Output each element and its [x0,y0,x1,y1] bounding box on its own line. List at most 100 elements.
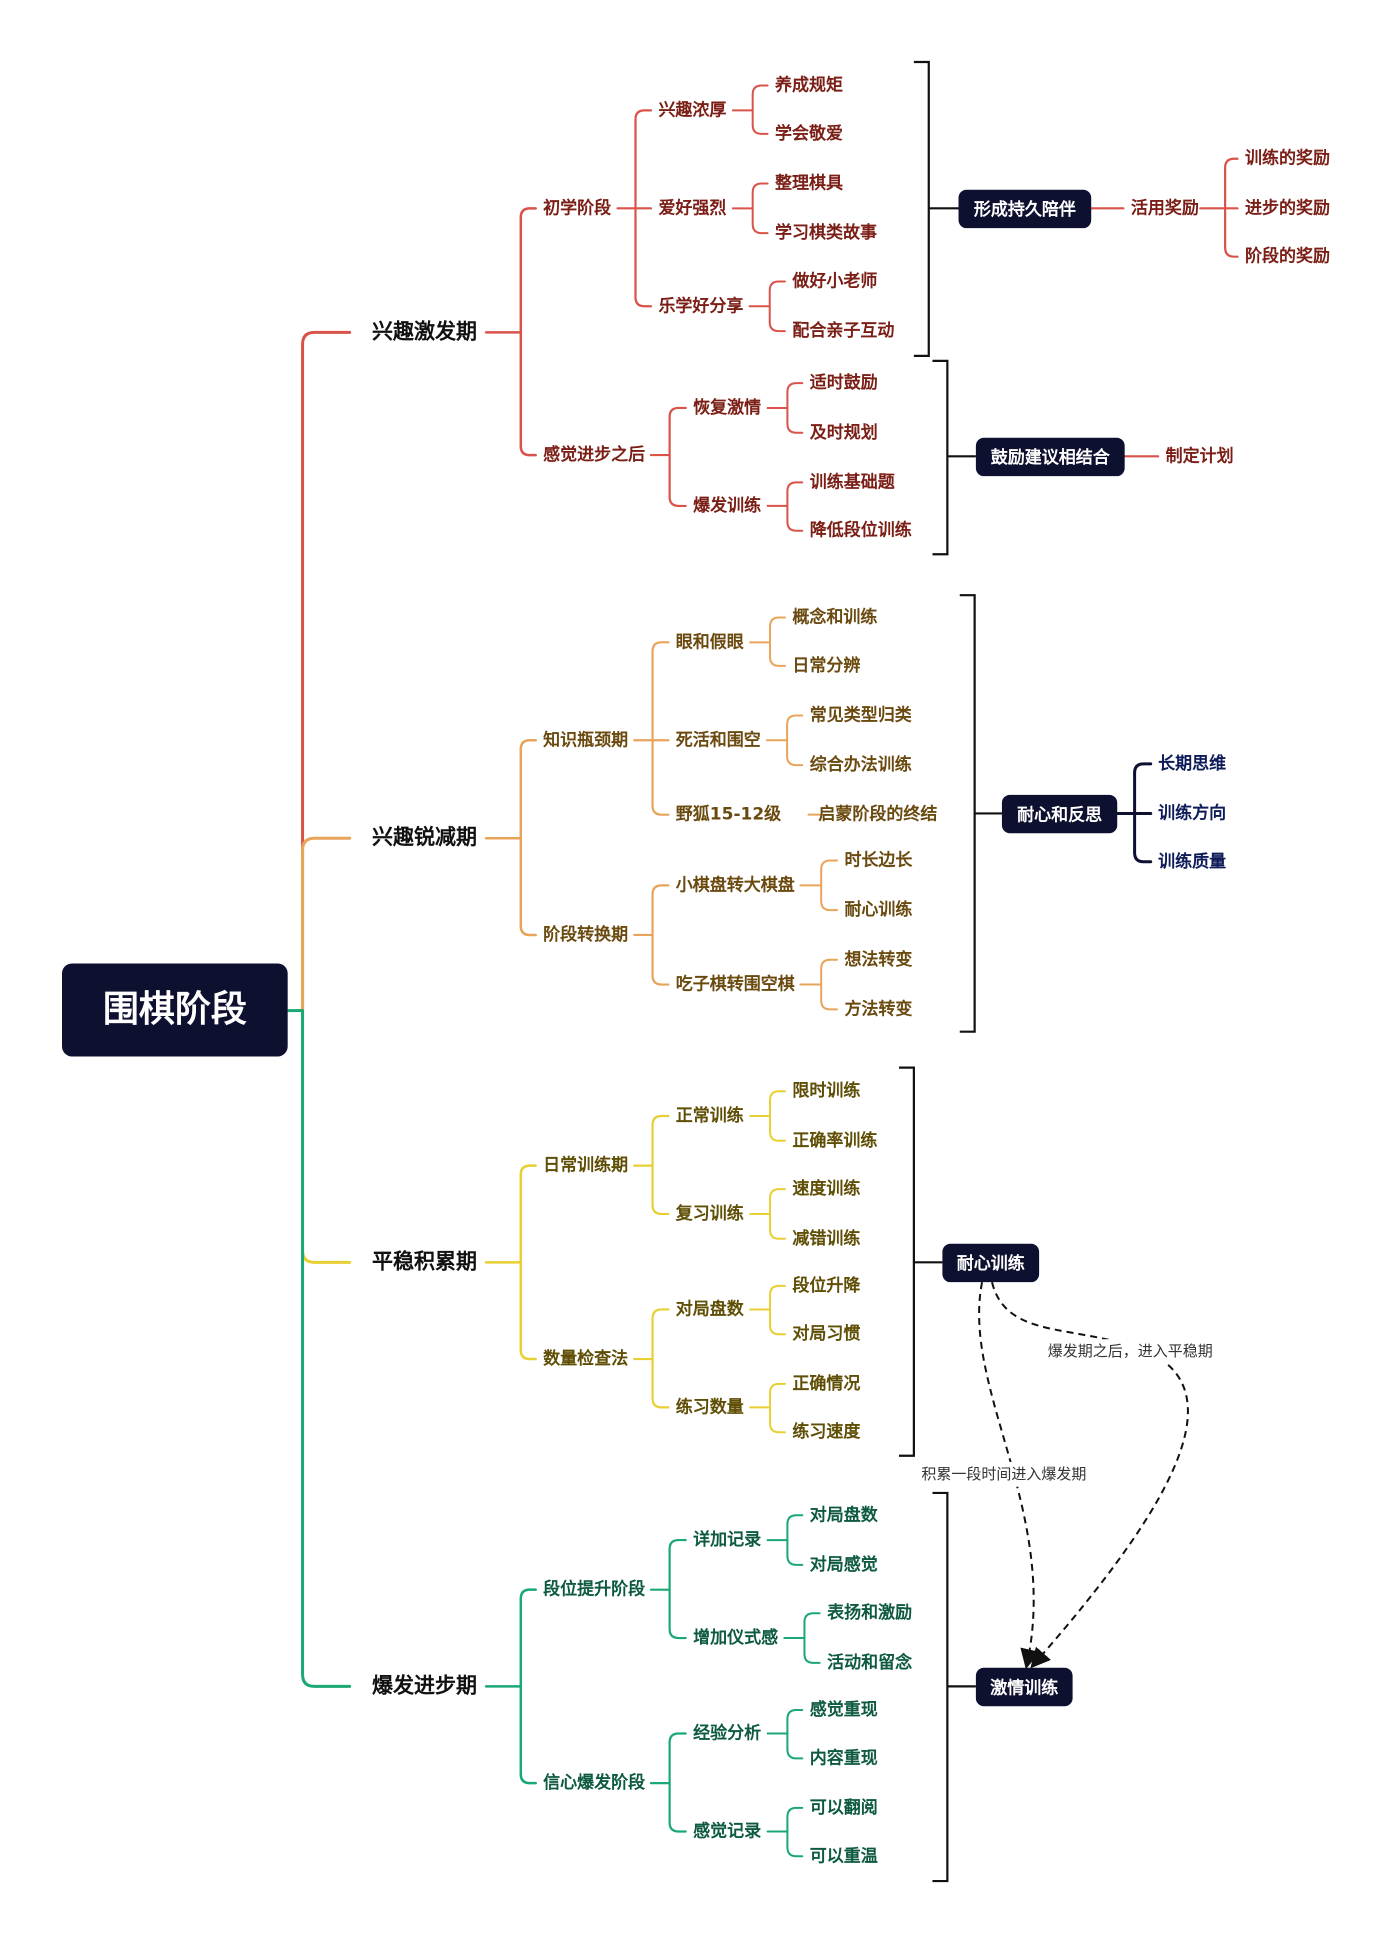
connector [786,755,804,767]
connector-lines [287,60,1239,1883]
leaf-label: 综合办法训练 [810,754,912,775]
stage-label: 感觉进步之后 [543,444,645,465]
leaf-label: 可以重温 [810,1845,878,1866]
connector [668,406,687,419]
topic-label: 经验分析 [693,1723,761,1744]
leaf-label: 适时鼓励 [810,372,878,393]
leaf-label: 正确情况 [792,1373,860,1394]
leaf-label: 概念和训练 [792,607,877,628]
summary-item-label: 进步的奖励 [1245,197,1330,218]
summary-bracket [899,1066,943,1457]
topic-label: 恢复激情 [693,397,761,418]
connector [769,1130,786,1142]
leaf-label: 常见类型归类 [810,704,913,725]
leaf-label: 学习棋类故事 [775,222,877,243]
connector [786,1708,804,1720]
leaf-label: 对局习惯 [792,1323,860,1344]
connector [786,1748,804,1760]
connector [751,84,769,96]
topic-label: 增加仪式感 [693,1627,778,1648]
leaf-label: 内容重现 [810,1747,878,1768]
relation-label-bg [917,1461,1099,1487]
connector [651,1308,670,1320]
section-connector [301,1009,352,1688]
topic-label: 练习数量 [676,1396,744,1417]
connector [651,974,670,986]
connector [651,804,670,816]
summary-item-label: 训练方向 [1158,802,1226,823]
leaf-label: 训练基础题 [810,471,896,492]
relation-label: 爆发期之后，进入平稳期 [1048,1342,1213,1360]
summary-item-label: 训练质量 [1158,851,1226,872]
connector [668,1821,687,1833]
leaf-label: 日常分辨 [792,655,860,676]
mind-map-nodes: 围棋阶段兴趣激发期初学阶段兴趣浓厚养成规矩学会敬爱爱好强烈整理棋具学习棋类故事乐… [62,75,1330,1866]
connector [769,1382,786,1394]
summary-item-label: 阶段的奖励 [1245,246,1330,267]
relation-label: 积累一段时间进入爆发期 [921,1465,1086,1483]
connector [786,520,804,532]
connector [786,1846,804,1858]
connector [751,223,769,235]
summary-bracket [932,1491,976,1883]
section-connector [301,330,352,1013]
leaf-label: 整理棋具 [775,173,843,194]
stage-label: 段位提升阶段 [543,1579,645,1600]
connector [651,1203,670,1216]
topic-label: 死活和围空 [676,729,761,750]
connector [803,1652,821,1664]
summary-bracket [932,359,976,556]
connector [1133,762,1153,775]
connector [519,1588,537,1600]
section-connector [301,836,352,1013]
topic-label: 眼和假眼 [676,631,744,652]
connector [769,1188,786,1200]
stage-label: 初学阶段 [543,197,611,218]
connector [751,123,769,135]
connector [820,859,838,871]
topic-label: 对局盘数 [676,1298,745,1319]
connector [519,1348,537,1361]
leaf-label: 降低段位训练 [810,520,912,541]
connector [668,1538,687,1551]
topic-label: 爆发训练 [693,495,761,516]
topic-label: 小棋盘转大棋盘 [676,874,795,895]
connector [786,1554,804,1566]
summary-node-patience-training-box [942,1243,1040,1283]
connector [769,1228,786,1240]
root-node: 围棋阶段 [103,989,247,1030]
connector [769,1422,786,1434]
summary-node-patience-training: 耐心训练 [957,1253,1025,1274]
summary-node-passion-training-box [975,1667,1073,1707]
leaf-label: 段位升降 [792,1275,861,1296]
connector [803,1612,821,1624]
connector [1133,851,1153,864]
connector [751,182,769,194]
section-label: 兴趣激发期 [372,319,477,343]
connector [651,884,670,896]
summary-node-patience-reflection: 耐心和反思 [1017,804,1102,825]
leaf-label: 配合亲子互动 [792,320,894,341]
topic-label: 吃子棋转围空棋 [676,974,795,995]
stage-label: 信心爆发阶段 [543,1772,645,1793]
connector [651,1397,670,1409]
topic-label: 正常训练 [676,1105,744,1126]
summary-child-label: 活用奖励 [1131,197,1199,218]
leaf-label: 可以翻阅 [810,1797,878,1818]
leaf-label: 感觉重现 [810,1699,878,1720]
topic-label: 爱好强烈 [658,197,726,218]
connector [651,1114,670,1127]
summary-child-label: 制定计划 [1166,445,1234,466]
relation-arrow [978,1281,1040,1670]
connector [769,1284,786,1296]
connector [769,1090,786,1102]
connector [519,207,537,219]
connector [786,382,804,394]
summary-node-passion-training: 激情训练 [990,1677,1058,1698]
leaf-label: 限时训练 [792,1080,860,1101]
connector [786,1806,804,1818]
section-label: 兴趣锐减期 [372,825,477,849]
leaf-label: 及时规划 [810,422,878,443]
relation-label-bg [1044,1339,1226,1364]
section-label: 爆发进步期 [372,1673,477,1697]
